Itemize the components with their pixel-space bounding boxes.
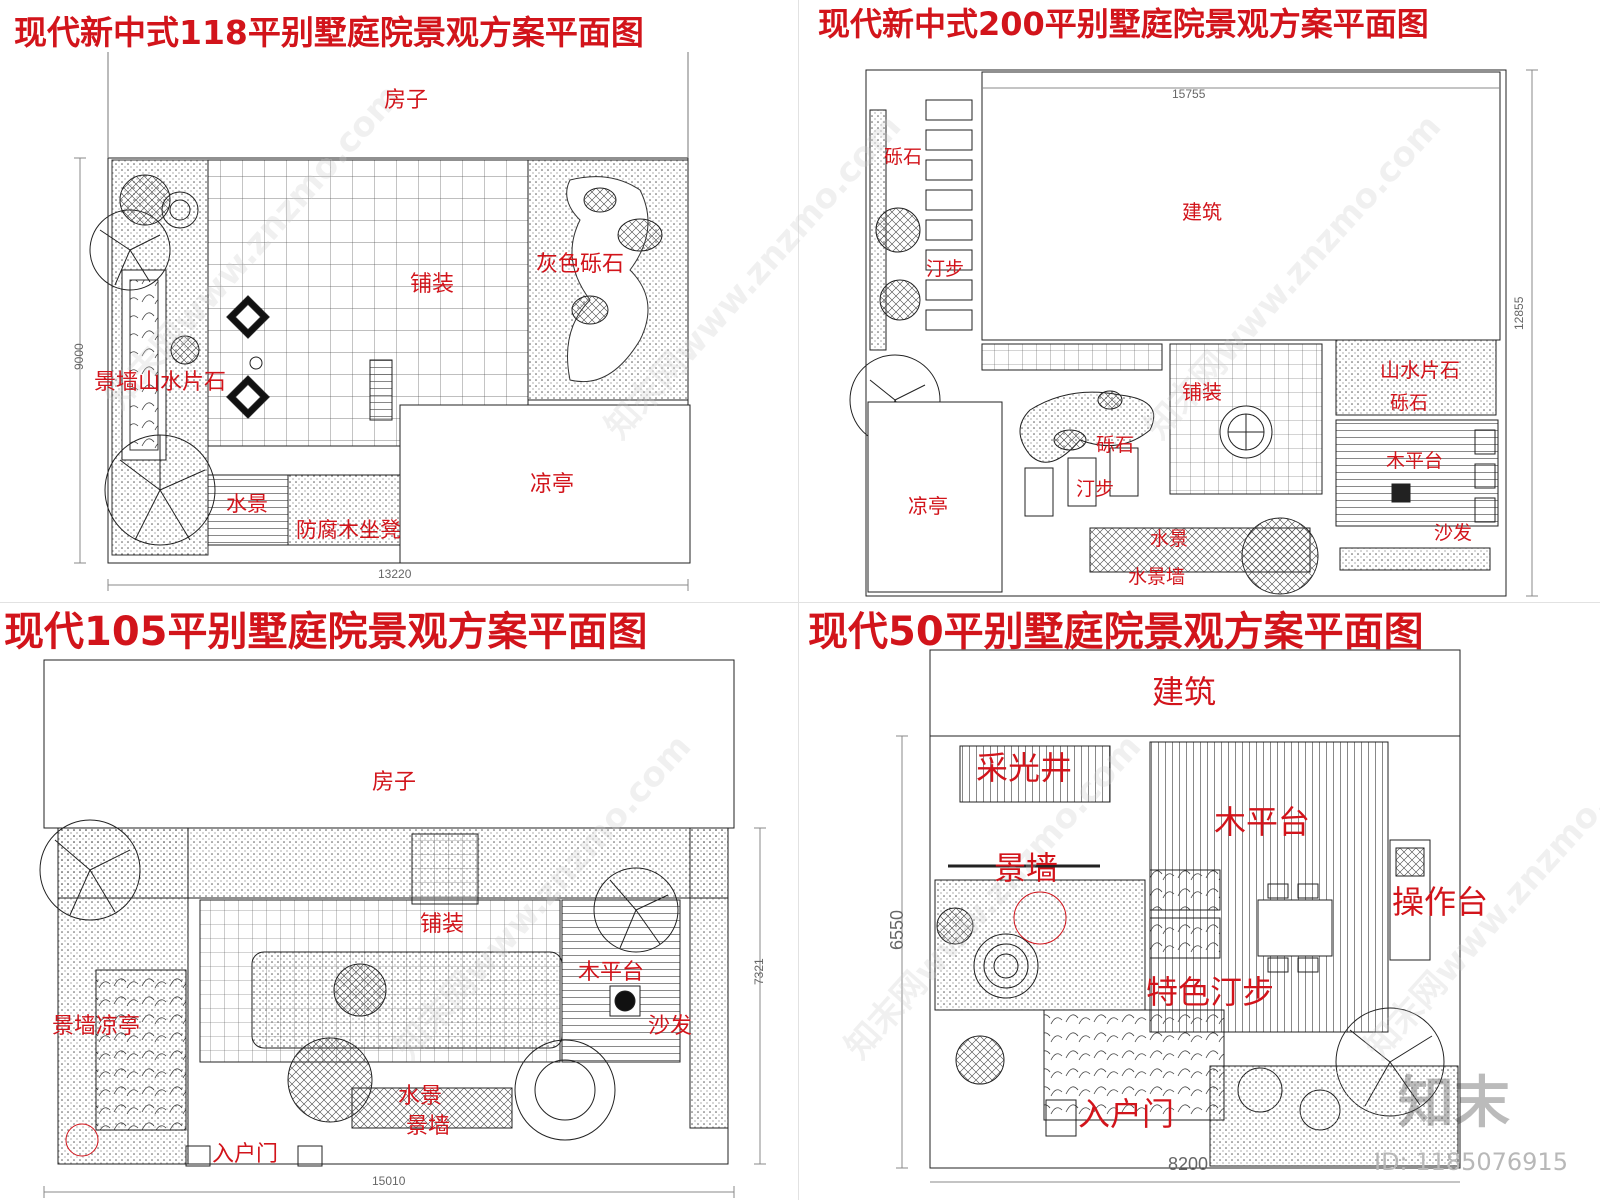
- p3-label-sofa: 沙发: [648, 1014, 693, 1039]
- p4-label-building: 建筑: [1152, 673, 1217, 711]
- p1-label-paving: 铺装: [410, 272, 455, 297]
- p3-label-water: 水景: [398, 1084, 443, 1109]
- p2-building: [981, 71, 1501, 341]
- p2-label-paving: 铺装: [1182, 380, 1222, 404]
- p1-label-house: 房子: [384, 88, 429, 113]
- brand-id-text: ID: 1185076915: [1374, 1148, 1568, 1176]
- quadrant-divider-horizontal: [0, 602, 1600, 603]
- plan-1-drawing: [74, 52, 691, 591]
- plan-4-title: 现代50平别墅庭院景观方案平面图: [808, 609, 1424, 655]
- p3-label-wall: 景墙: [406, 1114, 451, 1139]
- plan-2-title: 现代新中式200平别墅庭院景观方案平面图: [818, 5, 1429, 43]
- p3-label-house: 房子: [372, 770, 417, 795]
- p2-label-sofa: 沙发: [1434, 522, 1473, 544]
- p4-stepping-stones: [1149, 869, 1221, 911]
- p3-deck: [561, 899, 681, 1063]
- p2-pavilion: [867, 401, 1003, 593]
- plan-4-drawing: [896, 649, 1461, 1183]
- p1-water-feature: [207, 474, 289, 546]
- p3-label-wall-pavilion: 景墙凉亭: [52, 1014, 141, 1039]
- p2-label-water-wall: 水景墙: [1128, 566, 1186, 588]
- p1-label-gravel: 灰色砾石: [536, 252, 625, 277]
- p2-label-stepping-left: 汀步: [926, 258, 965, 280]
- p1-label-pavilion: 凉亭: [530, 472, 575, 497]
- plan-3-title: 现代105平别墅庭院景观方案平面图: [4, 609, 648, 655]
- p4-label-lightwell: 采光井: [976, 749, 1073, 787]
- p1-pavilion: [399, 404, 691, 564]
- plan-2-drawing: [849, 69, 1538, 597]
- p2-site-boundary: [865, 69, 1507, 597]
- p2-label-gravel-mid: 砾石: [1096, 434, 1135, 456]
- p2-label-stepping-mid: 汀步: [1076, 478, 1115, 500]
- plan-1-title: 现代新中式118平别墅庭院景观方案平面图: [14, 13, 644, 52]
- p4-lightwell: [959, 745, 1111, 803]
- p2-label-rock: 山水片石: [1380, 358, 1460, 382]
- p2-label-deck: 木平台: [1386, 450, 1444, 472]
- p2-deck: [1335, 419, 1499, 527]
- p4-label-entry: 入户门: [1078, 1095, 1175, 1133]
- p4-counter: [1389, 839, 1431, 961]
- plan-3-drawing: [39, 659, 766, 1198]
- p1-label-water: 水景: [226, 492, 268, 516]
- p3-label-paving: 铺装: [420, 912, 465, 937]
- p3-label-deck: 木平台: [578, 960, 645, 985]
- p4-site-boundary: [929, 735, 1461, 1169]
- p1-bench: [287, 474, 401, 546]
- brand-logo-text: 知末: [1398, 1071, 1510, 1136]
- p2-label-pavilion: 凉亭: [908, 494, 948, 518]
- p4-label-counter: 操作台: [1392, 883, 1489, 921]
- p3-water-feature: [351, 1087, 513, 1129]
- quadrant-divider-vertical: [798, 0, 799, 1200]
- p3-label-entry: 入户门: [212, 1142, 279, 1167]
- p2-label-water: 水景: [1150, 528, 1189, 550]
- p1-label-wall-rock: 景墙山水片石: [94, 370, 227, 395]
- p2-label-building: 建筑: [1182, 200, 1222, 224]
- p2-label-gravel-right: 砾石: [1390, 392, 1429, 414]
- p3-pavilion: [95, 969, 187, 1131]
- p4-label-stepping: 特色汀步: [1146, 973, 1275, 1011]
- p2-label-gravel-left: 砾石: [884, 146, 923, 168]
- p4-label-deck: 木平台: [1214, 803, 1311, 841]
- p1-label-bench: 防腐木坐凳: [296, 518, 401, 542]
- p4-label-wall: 景墙: [994, 849, 1059, 887]
